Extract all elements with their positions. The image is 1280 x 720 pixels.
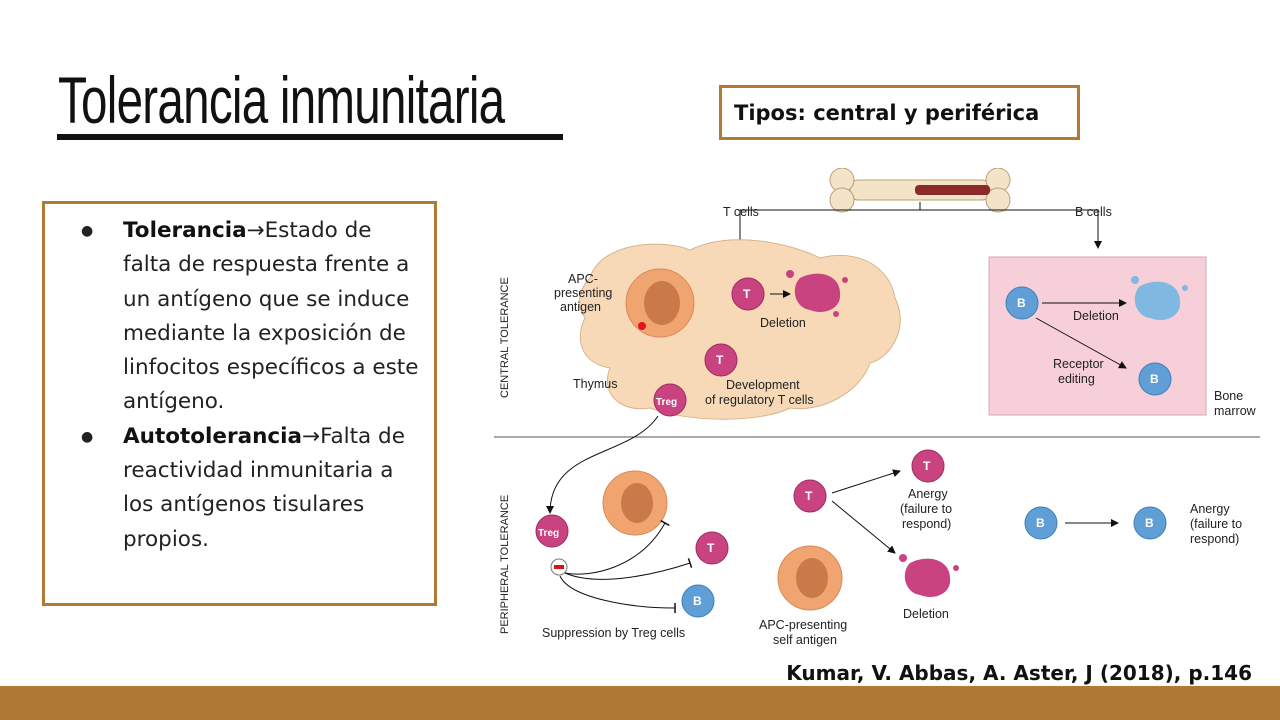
apoptotic-cell-icon	[786, 270, 848, 317]
apc-label-2: presenting	[554, 286, 612, 300]
svg-text:T: T	[923, 459, 931, 473]
definition-list: ● Tolerancia→Estado de falta de respuest…	[65, 214, 424, 557]
arrow: →	[302, 423, 321, 449]
b-cell: B	[681, 584, 715, 618]
bcell-branch-line	[920, 209, 1102, 249]
central-tolerance-label: CENTRAL TOLERANCE	[499, 277, 511, 398]
b-cell: B	[1138, 362, 1172, 396]
peripheral-tolerance-label: PERIPHERAL TOLERANCE	[499, 495, 511, 634]
b-cells-label: B cells	[1075, 205, 1112, 219]
anergy-arrow	[831, 469, 901, 494]
anergy-label-2: (failure to	[900, 502, 952, 516]
bullet-icon: ●	[81, 428, 94, 445]
receptor-editing-arrow	[1035, 317, 1127, 369]
suppression-line-t	[564, 558, 693, 580]
apc-cell	[777, 545, 843, 611]
b-anergy-label-3: respond)	[1190, 532, 1239, 546]
t-cells-label: T cells	[723, 205, 759, 219]
definitions-box: ● Tolerancia→Estado de falta de respuest…	[42, 201, 437, 606]
term-tolerancia: Tolerancia	[123, 218, 247, 243]
apc-self-label-2: self antigen	[773, 633, 837, 647]
peripheral-deletion-label: Deletion	[903, 607, 949, 621]
apc-label-3: antigen	[560, 300, 601, 314]
svg-text:T: T	[805, 489, 813, 503]
apc-label-1: APC-	[568, 272, 598, 286]
t-cell: T	[911, 449, 945, 483]
thymus-deletion-label: Deletion	[760, 316, 806, 330]
suppression-line-apc	[564, 519, 670, 575]
svg-text:Treg: Treg	[538, 528, 559, 539]
apc-self-label-1: APC-presenting	[759, 618, 847, 632]
tcell-branch-line	[736, 202, 921, 249]
development-label-1: Development	[726, 378, 800, 392]
svg-text:B: B	[1145, 516, 1154, 530]
arrow: →	[246, 218, 265, 243]
tolerance-diagram: T cells B cells CENTRAL TOLERANCE PERIPH…	[494, 168, 1260, 647]
svg-text:Treg: Treg	[656, 397, 677, 408]
b-cell: B	[1133, 506, 1167, 540]
b-anergy-label-2: (failure to	[1190, 517, 1242, 531]
bone-label-2: marrow	[1214, 404, 1257, 418]
svg-text:B: B	[1036, 516, 1045, 530]
svg-text:T: T	[743, 287, 751, 301]
types-label: Tipos: central y periférica	[734, 100, 1040, 125]
page-title: Tolerancia inmunitaria	[58, 63, 505, 137]
anergy-label-1: Anergy	[908, 487, 948, 501]
svg-text:B: B	[1150, 372, 1159, 386]
b-cell: B	[1024, 506, 1058, 540]
receptor-label-1: Receptor	[1053, 357, 1104, 371]
t-cell: T	[704, 343, 738, 377]
term-autotolerancia: Autotolerancia	[123, 423, 303, 449]
types-box: Tipos: central y periférica	[719, 85, 1080, 140]
suppression-label: Suppression by Treg cells	[542, 626, 685, 640]
bone-icon	[829, 168, 1011, 213]
treg-cell: Treg	[653, 383, 687, 417]
receptor-label-2: editing	[1058, 372, 1095, 386]
svg-text:T: T	[716, 353, 724, 367]
bone-marrow-box	[988, 256, 1207, 416]
bullet-icon: ●	[81, 223, 94, 239]
apc-cell	[625, 268, 695, 338]
treg-cell: Treg	[535, 514, 569, 548]
apoptotic-cell-icon	[1131, 276, 1188, 321]
anergy-label-3: respond)	[902, 517, 951, 531]
definition-text: Falta de reactividad inmunitaria a los a…	[123, 423, 405, 552]
footer-bar	[0, 686, 1280, 720]
definition-text: Estado de falta de respuesta frente a un…	[123, 218, 419, 415]
thymus-label: Thymus	[573, 377, 617, 391]
inhibition-icon	[550, 558, 568, 576]
list-item: ● Tolerancia→Estado de falta de respuest…	[65, 214, 424, 420]
b-deletion-label: Deletion	[1073, 309, 1119, 323]
t-cell: T	[731, 277, 765, 311]
svg-text:T: T	[707, 541, 715, 555]
t-cell: T	[793, 479, 827, 513]
bone-label-1: Bone	[1214, 389, 1243, 403]
apc-cell	[602, 470, 668, 536]
development-label-2: of regulatory T cells	[705, 393, 814, 407]
svg-text:B: B	[1017, 296, 1026, 310]
title-underline	[57, 134, 563, 140]
treg-migration-arrow	[546, 415, 659, 514]
suppression-line-b	[559, 575, 676, 614]
t-cell: T	[695, 531, 729, 565]
b-anergy-label-1: Anergy	[1190, 502, 1230, 516]
apoptotic-cell-icon	[899, 554, 959, 598]
peripheral-deletion-arrow	[831, 500, 896, 554]
b-cell: B	[1005, 286, 1039, 320]
citation: Kumar, V. Abbas, A. Aster, J (2018), p.1…	[786, 661, 1252, 685]
svg-text:B: B	[693, 594, 702, 608]
list-item: ● Autotolerancia→Falta de reactividad in…	[65, 420, 424, 557]
